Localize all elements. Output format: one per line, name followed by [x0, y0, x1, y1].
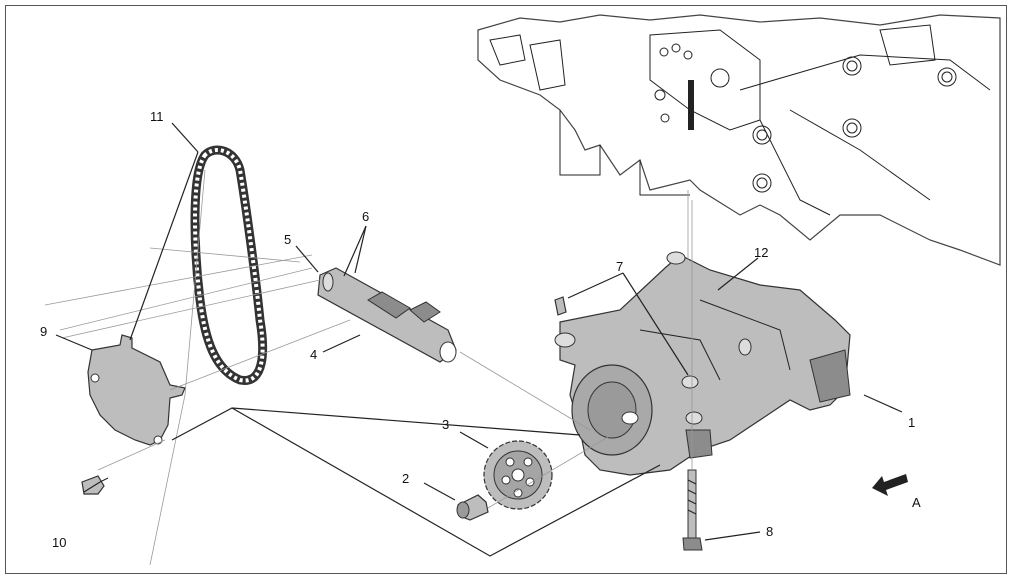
- callout-3: 3: [442, 417, 450, 432]
- view-a-label: A: [912, 495, 921, 510]
- dowel-pin: [554, 296, 567, 316]
- callout-5: 5: [284, 232, 292, 247]
- sprocket-bolt: [456, 494, 489, 521]
- callout-8: 8: [766, 524, 774, 539]
- callout-6: 6: [362, 209, 370, 224]
- callout-12: 12: [754, 245, 769, 260]
- arrow-left-down-icon: [872, 474, 908, 496]
- intermediate-shaft: [317, 267, 457, 363]
- sprocket: [483, 440, 553, 510]
- callout-9: 9: [40, 324, 48, 339]
- oil-pump: [554, 251, 851, 476]
- timing-chain: [190, 145, 268, 385]
- chain-cover: [87, 334, 186, 446]
- callout-7: 7: [616, 259, 624, 274]
- callout-10: 10: [52, 535, 67, 550]
- callout-leaders: [55, 122, 903, 541]
- callout-4: 4: [310, 347, 318, 362]
- diagram-frame: [5, 5, 1007, 574]
- callout-1: 1: [908, 415, 916, 430]
- callout-11: 11: [150, 109, 164, 124]
- engine-block: [477, 14, 1001, 266]
- callout-2: 2: [402, 471, 410, 486]
- alignment-lines: [44, 169, 693, 566]
- pump-bolt: [682, 469, 703, 551]
